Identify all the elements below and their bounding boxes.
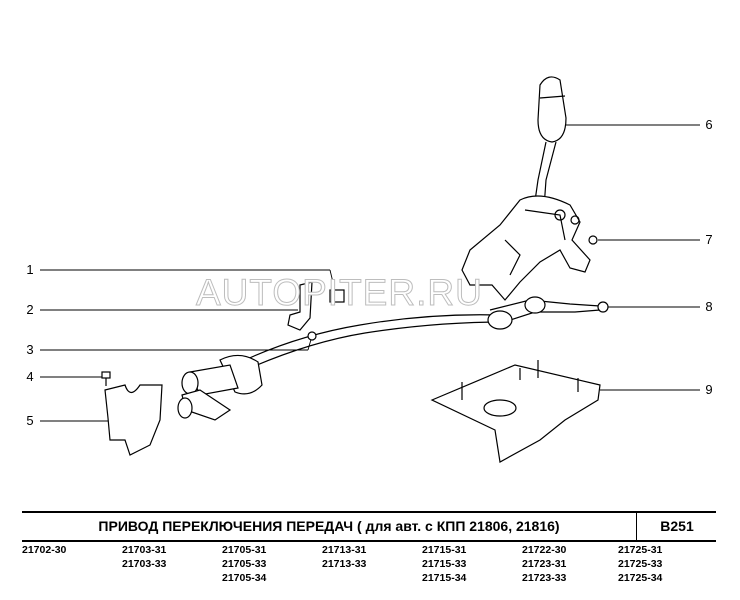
model-code: 21702-30 xyxy=(22,544,67,556)
model-code: 21705-31 xyxy=(222,544,267,556)
model-code: 21723-33 xyxy=(522,572,567,584)
cable-ends xyxy=(177,354,263,421)
callout-8: 8 xyxy=(705,299,713,314)
model-code: 21715-33 xyxy=(422,558,467,570)
model-code: 21725-34 xyxy=(618,572,663,584)
model-code: 21715-34 xyxy=(422,572,467,584)
model-code: 21713-33 xyxy=(322,558,367,570)
model-column: 21722-30 21723-31 21723-33 xyxy=(522,543,566,585)
model-code: 21703-33 xyxy=(122,558,167,570)
leader-lines xyxy=(40,124,700,422)
model-code: 21715-31 xyxy=(422,544,467,556)
callout-5: 5 xyxy=(26,413,34,428)
watermark: AUTOPITER.RU xyxy=(196,272,483,314)
model-column: 21702-30 xyxy=(22,543,66,557)
model-column: 21725-31 21725-33 21725-34 xyxy=(618,543,662,585)
cable-bracket xyxy=(287,281,345,341)
holder-clip xyxy=(104,384,163,456)
callout-4: 4 xyxy=(26,369,34,384)
model-code: 21705-33 xyxy=(222,558,267,570)
callout-3: 3 xyxy=(26,342,34,357)
callout-7: 7 xyxy=(705,232,713,247)
callout-6: 6 xyxy=(705,117,713,132)
lever-housing xyxy=(461,195,598,301)
title-bottom-rule xyxy=(22,540,716,542)
model-code: 21725-33 xyxy=(618,558,663,570)
title-top-rule xyxy=(22,511,716,513)
model-column: 21713-31 21713-33 xyxy=(322,543,366,571)
diagram-title: ПРИВОД ПЕРЕКЛЮЧЕНИЯ ПЕРЕДАЧ ( для авт. с… xyxy=(98,518,560,534)
model-code: 21722-30 xyxy=(522,544,567,556)
model-code: 21703-31 xyxy=(122,544,167,556)
model-code: 21725-31 xyxy=(618,544,663,556)
shift-knob xyxy=(533,76,567,209)
base-plate xyxy=(430,360,601,463)
model-code: 21705-34 xyxy=(222,572,267,584)
callout-9: 9 xyxy=(705,382,713,397)
model-column: 21705-31 21705-33 21705-34 xyxy=(222,543,266,585)
model-code: 21713-31 xyxy=(322,544,367,556)
model-column: 21703-31 21703-33 xyxy=(122,543,166,571)
bolt xyxy=(101,371,111,386)
model-code: 21723-31 xyxy=(522,558,567,570)
callout-2: 2 xyxy=(26,302,34,317)
callout-1: 1 xyxy=(26,262,34,277)
model-column: 21715-31 21715-33 21715-34 xyxy=(422,543,466,585)
diagram-code: B251 xyxy=(636,513,717,540)
shift-cables xyxy=(244,296,609,369)
